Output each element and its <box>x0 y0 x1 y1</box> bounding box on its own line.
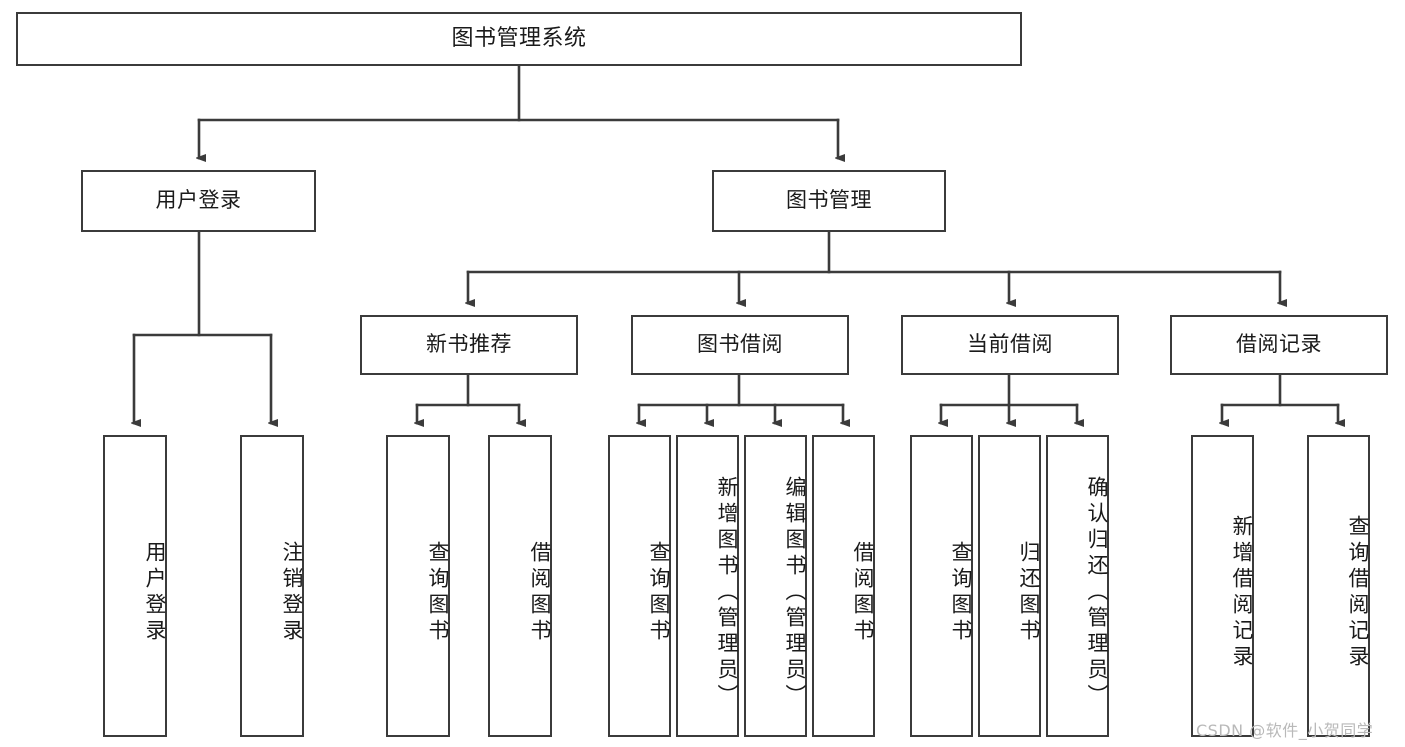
leaf-query-book-current[interactable]: 查询图书 <box>910 435 973 737</box>
leaf-return-book[interactable]: 归还图书 <box>978 435 1041 737</box>
leaf-edit-book-admin[interactable]: 编辑图书（管理员） <box>744 435 807 737</box>
node-label: 确认归还（管理员） <box>1085 476 1109 710</box>
node-label: 借阅图书 <box>528 541 552 645</box>
leaf-query-borrow-record[interactable]: 查询借阅记录 <box>1307 435 1370 737</box>
node-label: 图书管理系统 <box>451 25 587 51</box>
node-label: 新增借阅记录 <box>1230 515 1254 671</box>
node-user-login[interactable]: 用户登录 <box>81 170 316 232</box>
watermark-text: CSDN @软件_小贺同学 <box>1196 721 1374 740</box>
node-label: 查询图书 <box>647 541 671 645</box>
node-new-book-recommend[interactable]: 新书推荐 <box>360 315 578 375</box>
node-label: 查询图书 <box>949 541 973 645</box>
leaf-logout[interactable]: 注销登录 <box>240 435 304 737</box>
node-label: 归还图书 <box>1017 541 1041 645</box>
node-label: 新增图书（管理员） <box>715 476 739 710</box>
node-label: 借阅图书 <box>851 541 875 645</box>
leaf-confirm-return-admin[interactable]: 确认归还（管理员） <box>1046 435 1109 737</box>
leaf-add-book-admin[interactable]: 新增图书（管理员） <box>676 435 739 737</box>
node-label: 新书推荐 <box>426 332 512 357</box>
node-book-borrow[interactable]: 图书借阅 <box>631 315 849 375</box>
node-label: 查询图书 <box>426 541 450 645</box>
node-label: 图书管理 <box>786 188 872 213</box>
node-label: 用户登录 <box>143 541 167 645</box>
node-label: 用户登录 <box>155 188 242 213</box>
node-label: 编辑图书（管理员） <box>783 476 807 710</box>
leaf-query-book-recommend[interactable]: 查询图书 <box>386 435 450 737</box>
node-label: 当前借阅 <box>967 332 1053 357</box>
leaf-borrow-book[interactable]: 借阅图书 <box>812 435 875 737</box>
node-root-book-management-system[interactable]: 图书管理系统 <box>16 12 1022 66</box>
leaf-add-borrow-record[interactable]: 新增借阅记录 <box>1191 435 1254 737</box>
leaf-user-login[interactable]: 用户登录 <box>103 435 167 737</box>
node-label: 查询借阅记录 <box>1346 515 1370 671</box>
leaf-borrow-book-recommend[interactable]: 借阅图书 <box>488 435 552 737</box>
node-borrow-record[interactable]: 借阅记录 <box>1170 315 1388 375</box>
node-label: 注销登录 <box>280 541 304 645</box>
node-label: 借阅记录 <box>1236 332 1322 357</box>
leaf-query-book-borrow[interactable]: 查询图书 <box>608 435 671 737</box>
node-current-borrow[interactable]: 当前借阅 <box>901 315 1119 375</box>
node-label: 图书借阅 <box>697 332 783 357</box>
node-book-management[interactable]: 图书管理 <box>712 170 946 232</box>
